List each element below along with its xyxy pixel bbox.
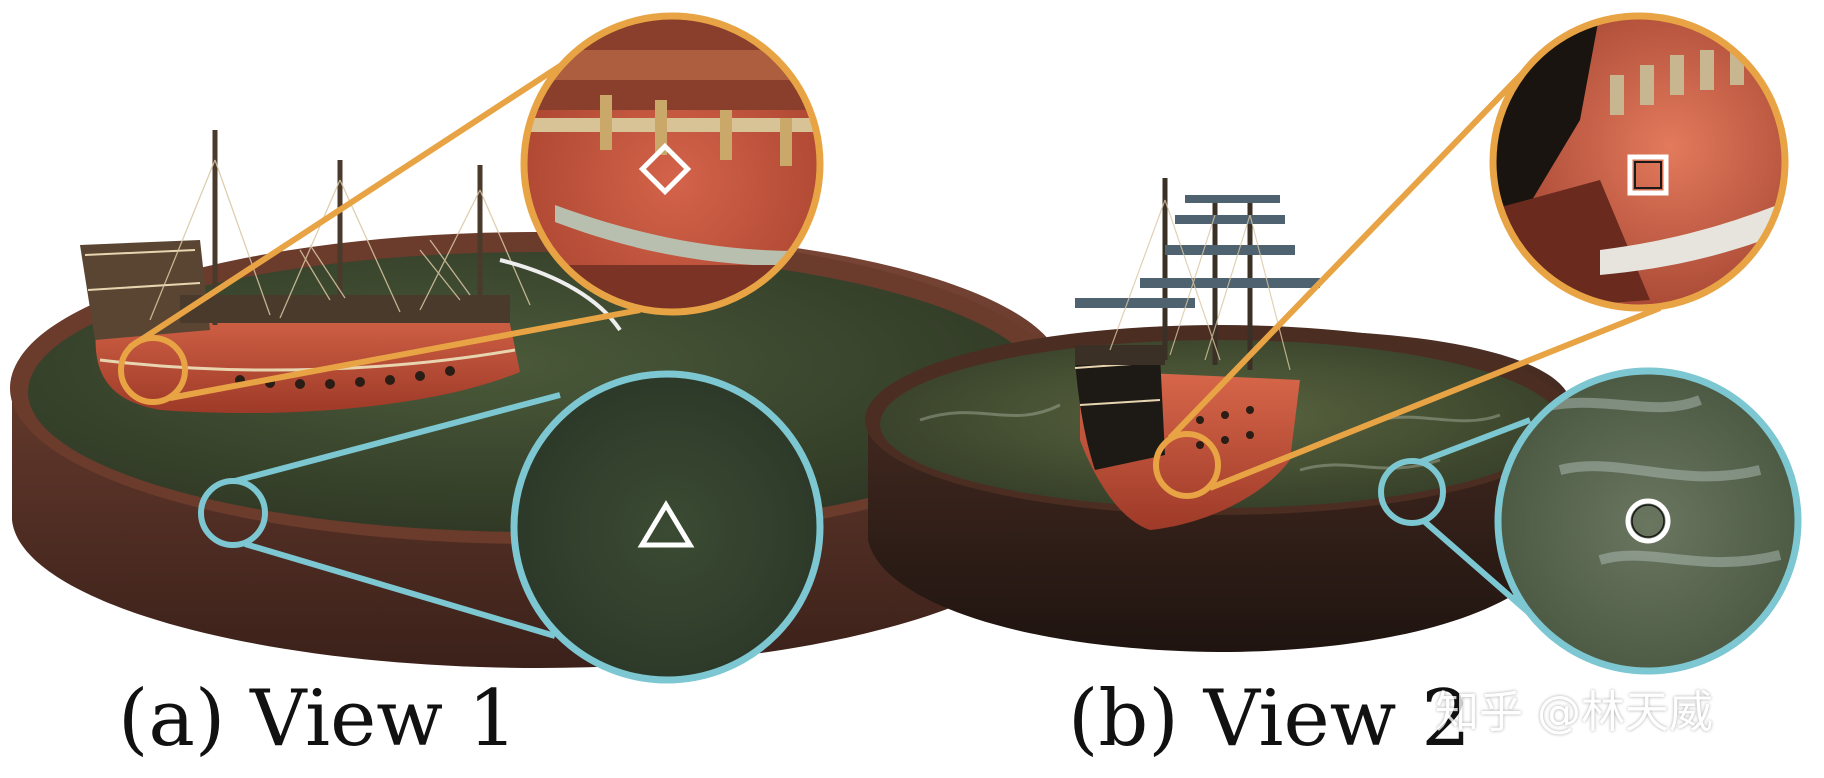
diamond-marker	[638, 142, 692, 196]
view-1-water-source-circle	[198, 478, 268, 548]
view-2-hull-zoom-connector	[1167, 52, 1662, 491]
triangle-marker	[637, 500, 695, 548]
circle-marker	[1625, 498, 1671, 544]
view-1-photo	[10, 12, 1062, 684]
view-2-photo	[865, 12, 1802, 675]
view-2-hull-zoom-inset	[1489, 12, 1789, 312]
view-1-hull-zoom-connector	[128, 63, 641, 401]
watermark: 知乎 @林天威	[1435, 687, 1713, 738]
view-2-water-source-circle	[1378, 458, 1446, 526]
view-2-hull-source-circle	[1153, 431, 1221, 499]
caption-view-1: (a) View 1	[118, 674, 518, 764]
view-1-hull-source-circle	[118, 335, 188, 405]
caption-view-2: (b) View 2	[1068, 674, 1471, 764]
view-2-ship	[1074, 178, 1320, 530]
square-marker	[1627, 154, 1669, 196]
view-2-water-zoom-inset	[1494, 367, 1802, 675]
view-1-water-zoom-connector	[234, 392, 561, 639]
view-1-water-zoom-inset	[510, 370, 824, 684]
